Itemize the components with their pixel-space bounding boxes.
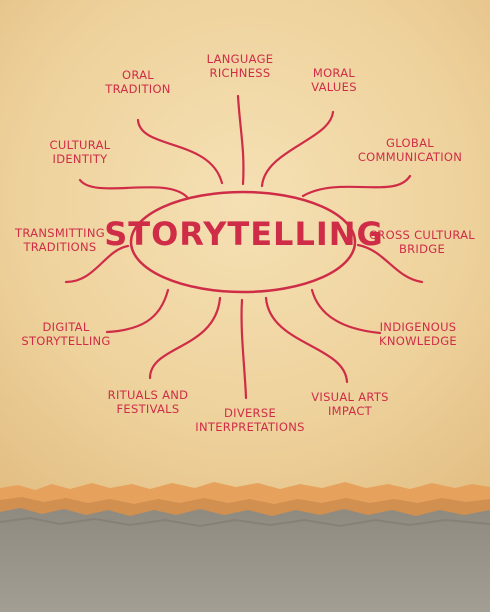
gray-paper-fold [0, 516, 490, 528]
node-label-line: IDENTITY [52, 152, 108, 166]
node-transmitting-traditions: TRANSMITTING TRADITIONS [15, 226, 105, 254]
node-label-line: BRIDGE [398, 242, 446, 256]
connector-language-richness [236, 94, 245, 186]
connector-visual-arts-impact [264, 296, 349, 384]
connector-rituals-and-festivals [148, 296, 222, 380]
connector-indigenous-knowledge [310, 288, 382, 335]
node-label-line: VALUES [311, 80, 357, 94]
node-label-line: TRADITION [105, 82, 171, 96]
gray-paper-layer [0, 508, 490, 612]
node-label-line: IMPACT [327, 404, 373, 418]
connector-oral-tradition [136, 118, 224, 185]
node-moral-values: MORAL VALUES [311, 66, 357, 94]
node-diverse-interpretations: DIVERSE INTERPRETATIONS [195, 406, 304, 434]
node-label-line: ORAL [121, 68, 155, 82]
node-digital-storytelling: DIGITAL STORYTELLING [21, 320, 110, 348]
central-oval [129, 190, 357, 294]
node-label-line: KNOWLEDGE [379, 334, 457, 348]
node-label-line: FESTIVALS [116, 402, 180, 416]
node-label-line: VISUAL ARTS [311, 390, 389, 404]
connector-global-communication [301, 174, 412, 198]
connector-digital-storytelling [105, 288, 170, 334]
node-label-line: INTERPRETATIONS [195, 420, 305, 434]
node-label-line: GLOBAL [386, 136, 434, 150]
node-label-line: COMMUNICATION [357, 150, 463, 164]
node-oral-tradition: ORAL TRADITION [105, 68, 170, 96]
node-label-line: CULTURAL [49, 138, 111, 152]
node-global-communication: GLOBAL COMMUNICATION [358, 136, 462, 164]
node-cultural-identity: CULTURAL IDENTITY [50, 138, 111, 166]
node-rituals-and-festivals: RITUALS AND FESTIVALS [108, 388, 189, 416]
node-label-line: INDIGENOUS [379, 320, 457, 334]
node-language-richness: LANGUAGE RICHNESS [207, 52, 274, 80]
node-label-line: DIVERSE [223, 406, 277, 420]
node-label-line: TRANSMITTING [15, 226, 105, 240]
node-label-line: DIGITAL [42, 320, 90, 334]
node-label-line: LANGUAGE [206, 52, 274, 66]
connector-cultural-identity [78, 178, 189, 199]
center-title: STORYTELLING [104, 215, 384, 253]
paper-sheet [0, 0, 490, 500]
node-label-line: CROSS CULTURAL [368, 228, 476, 242]
node-cross-cultural-bridge: CROSS CULTURAL BRIDGE [369, 228, 475, 256]
node-label-line: TRADITIONS [23, 240, 97, 254]
connector-moral-values [260, 110, 335, 188]
connector-cross-cultural-bridge [356, 243, 424, 284]
node-label-line: RICHNESS [209, 66, 271, 80]
connector-diverse-interpretations [240, 298, 248, 400]
node-label-line: MORAL [312, 66, 356, 80]
node-visual-arts-impact: VISUAL ARTS IMPACT [311, 390, 389, 418]
node-label-line: RITUALS AND [107, 388, 189, 402]
node-label-line: STORYTELLING [21, 334, 111, 348]
connector-transmitting-traditions [64, 244, 130, 284]
node-indigenous-knowledge: INDIGENOUS KNOWLEDGE [379, 320, 457, 348]
